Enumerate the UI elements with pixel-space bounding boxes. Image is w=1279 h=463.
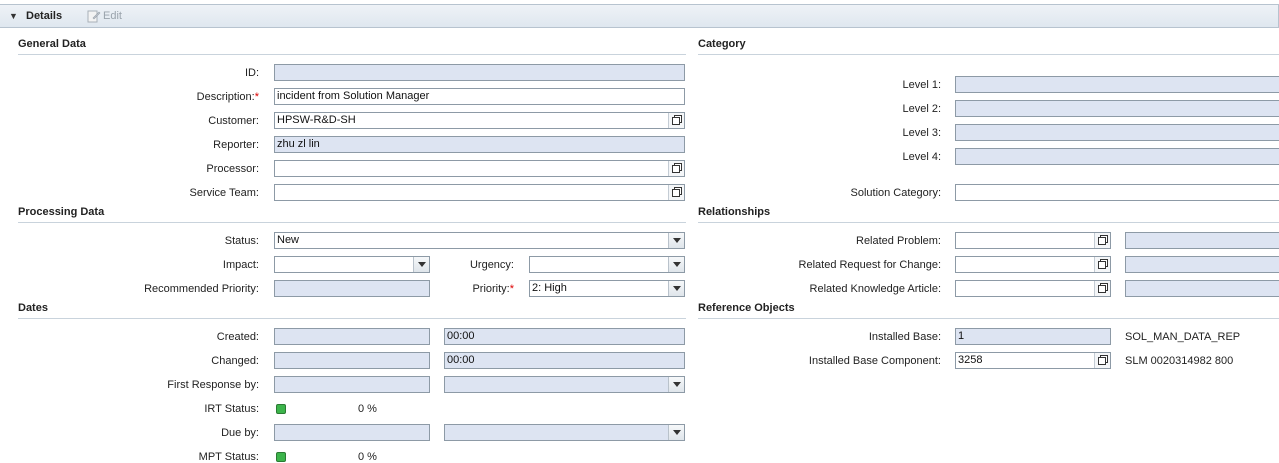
- status-label: Status:: [224, 235, 259, 247]
- changed-date-field[interactable]: [274, 352, 430, 369]
- urgency-label: Urgency:: [469, 259, 514, 271]
- installed-base-field[interactable]: 1: [955, 328, 1111, 345]
- details-title: Details: [26, 10, 63, 22]
- collapse-triangle-icon[interactable]: ▼: [9, 11, 18, 21]
- processor-input[interactable]: [274, 160, 685, 177]
- impact-label: Impact:: [222, 259, 259, 271]
- installed-base-component-desc: SLM 0020314982 800: [1125, 355, 1234, 367]
- divider: [698, 54, 1279, 55]
- irt-percent: 0 %: [358, 403, 377, 415]
- related-rfc-label: Related Request for Change:: [798, 259, 941, 271]
- value-help-icon[interactable]: [1094, 281, 1110, 296]
- status-select[interactable]: New: [274, 232, 685, 249]
- level-2-field[interactable]: [955, 100, 1279, 117]
- edit-button[interactable]: Edit: [103, 10, 122, 22]
- related-rfc-desc: [1125, 256, 1279, 273]
- solution-category-input[interactable]: [955, 184, 1279, 201]
- general-data-title: General Data: [18, 38, 86, 50]
- description-input[interactable]: incident from Solution Manager: [274, 88, 685, 105]
- processing-data-title: Processing Data: [18, 206, 105, 218]
- related-problem-label: Related Problem:: [856, 235, 941, 247]
- level-1-field[interactable]: [955, 76, 1279, 93]
- installed-base-component-input[interactable]: 3258: [955, 352, 1111, 369]
- service-team-label: Service Team:: [189, 187, 260, 199]
- chevron-down-icon[interactable]: [668, 233, 684, 248]
- installed-base-label: Installed Base:: [868, 331, 941, 343]
- changed-time-field[interactable]: 00:00: [444, 352, 685, 369]
- level-2-label: Level 2:: [902, 103, 941, 115]
- dates-title: Dates: [18, 302, 48, 314]
- priority-label: Priority:*: [472, 283, 514, 295]
- recommended-priority-label: Recommended Priority:: [144, 283, 259, 295]
- irt-status-label: IRT Status:: [204, 403, 259, 415]
- installed-base-component-label: Installed Base Component:: [808, 355, 941, 367]
- due-by-date-field[interactable]: [274, 424, 430, 441]
- due-by-time-select[interactable]: [444, 424, 685, 441]
- divider: [18, 222, 686, 223]
- status-led-icon: [276, 452, 286, 462]
- recommended-priority-field[interactable]: [274, 280, 430, 297]
- value-help-icon[interactable]: [1094, 257, 1110, 272]
- reference-objects-title: Reference Objects: [698, 302, 795, 314]
- customer-input[interactable]: HPSW-R&D-SH: [274, 112, 685, 129]
- level-4-field[interactable]: [955, 148, 1279, 165]
- divider: [698, 222, 1279, 223]
- solution-category-label: Solution Category:: [850, 187, 942, 199]
- installed-base-desc: SOL_MAN_DATA_REP: [1125, 331, 1241, 343]
- level-1-label: Level 1:: [902, 79, 941, 91]
- created-time-field[interactable]: 00:00: [444, 328, 685, 345]
- related-knowledge-article-desc: [1125, 280, 1279, 297]
- service-team-input[interactable]: [274, 184, 685, 201]
- reporter-field[interactable]: zhu zl lin: [274, 136, 685, 153]
- reporter-label: Reporter:: [213, 139, 259, 151]
- divider: [18, 318, 686, 319]
- chevron-down-icon[interactable]: [668, 257, 684, 272]
- related-problem-desc: [1125, 232, 1279, 249]
- mpt-status-label: MPT Status:: [198, 451, 259, 463]
- description-label: Description:*: [196, 91, 259, 103]
- related-knowledge-article-input[interactable]: [955, 280, 1111, 297]
- level-3-label: Level 3:: [902, 127, 941, 139]
- details-header: ▼ Details Edit: [0, 4, 1279, 28]
- id-field[interactable]: [274, 64, 685, 81]
- first-response-date-field[interactable]: [274, 376, 430, 393]
- related-problem-input[interactable]: [955, 232, 1111, 249]
- edit-pencil-icon: [87, 10, 101, 23]
- related-rfc-input[interactable]: [955, 256, 1111, 273]
- mpt-percent: 0 %: [358, 451, 377, 463]
- related-knowledge-article-label: Related Knowledge Article:: [809, 283, 941, 295]
- first-response-label: First Response by:: [167, 379, 259, 391]
- level-3-field[interactable]: [955, 124, 1279, 141]
- chevron-down-icon[interactable]: [413, 257, 429, 272]
- processor-label: Processor:: [206, 163, 259, 175]
- priority-select[interactable]: 2: High: [529, 280, 685, 297]
- relationships-title: Relationships: [698, 206, 771, 218]
- value-help-icon[interactable]: [668, 185, 684, 200]
- due-by-label: Due by:: [221, 427, 259, 439]
- id-label: ID:: [244, 67, 259, 79]
- divider: [18, 54, 686, 55]
- divider: [698, 318, 1279, 319]
- created-date-field[interactable]: [274, 328, 430, 345]
- impact-select[interactable]: [274, 256, 430, 273]
- status-led-icon: [276, 404, 286, 414]
- created-label: Created:: [216, 331, 259, 343]
- value-help-icon[interactable]: [1094, 233, 1110, 248]
- level-4-label: Level 4:: [902, 151, 941, 163]
- chevron-down-icon[interactable]: [668, 377, 684, 392]
- first-response-time-select[interactable]: [444, 376, 685, 393]
- chevron-down-icon[interactable]: [668, 425, 684, 440]
- value-help-icon[interactable]: [668, 161, 684, 176]
- category-title: Category: [698, 38, 746, 50]
- value-help-icon[interactable]: [668, 113, 684, 128]
- urgency-select[interactable]: [529, 256, 685, 273]
- changed-label: Changed:: [211, 355, 259, 367]
- customer-label: Customer:: [208, 115, 259, 127]
- value-help-icon[interactable]: [1094, 353, 1110, 368]
- chevron-down-icon[interactable]: [668, 281, 684, 296]
